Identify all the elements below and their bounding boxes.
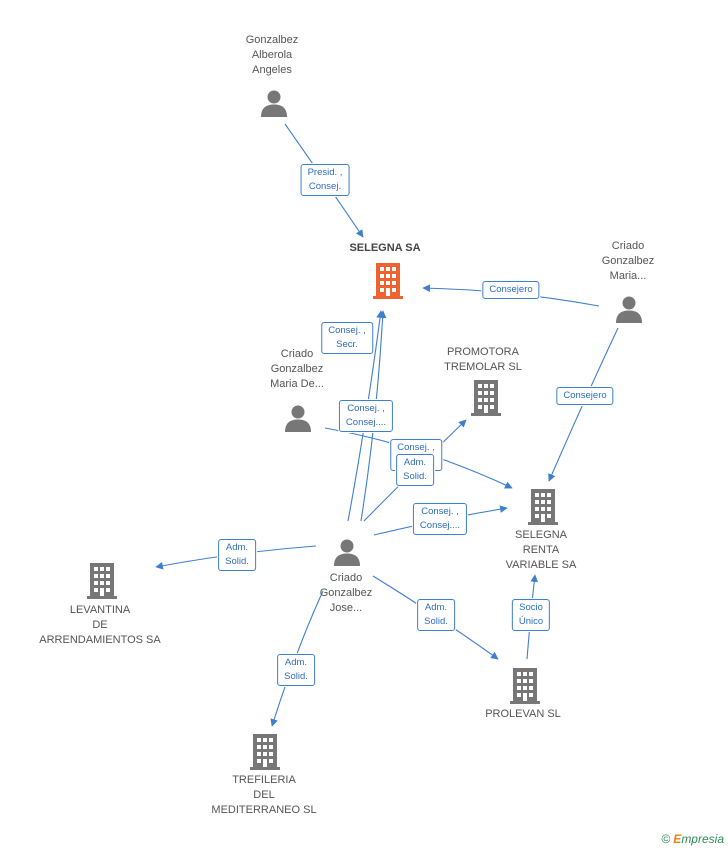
relationship-role-label[interactable]: Consej. , Consej.... bbox=[412, 503, 468, 535]
relationship-role-label[interactable]: Adm. Solid. bbox=[218, 539, 256, 571]
building-icon[interactable] bbox=[373, 263, 403, 299]
brand-name: mpresia bbox=[681, 832, 724, 846]
person-icon[interactable] bbox=[261, 90, 287, 118]
building-icon[interactable] bbox=[471, 380, 501, 416]
person-icon[interactable] bbox=[285, 405, 311, 433]
building-icon[interactable] bbox=[528, 489, 558, 525]
relationship-role-label[interactable]: Adm. Solid. bbox=[277, 654, 315, 686]
node-label-line: Angeles bbox=[252, 64, 292, 76]
node-label-line: PROMOTORA bbox=[447, 346, 519, 358]
relationship-role-label[interactable]: Consejero bbox=[482, 281, 540, 299]
node-label-line: RENTA bbox=[522, 544, 560, 556]
building-icon[interactable] bbox=[510, 668, 540, 704]
role-label-line: Adm. bbox=[424, 602, 448, 613]
node-label-line: PROLEVAN SL bbox=[485, 708, 561, 720]
role-label-line: Adm. bbox=[284, 657, 308, 668]
role-label-line: Solid. bbox=[424, 616, 448, 627]
relationship-role-label[interactable]: Consejero bbox=[556, 387, 614, 405]
brand-initial: E bbox=[673, 832, 682, 846]
node-label-line: ARRENDAMIENTOS SA bbox=[39, 634, 161, 646]
node-label-line: TREFILERIA bbox=[232, 774, 296, 786]
role-label-line: Consejero bbox=[563, 390, 607, 401]
node-label-line: VARIABLE SA bbox=[505, 559, 577, 571]
role-label-line: Consej.... bbox=[419, 520, 461, 531]
node-label-line: Gonzalbez bbox=[601, 255, 655, 267]
node-label-line: Jose... bbox=[329, 602, 363, 614]
node-label-line: Maria De... bbox=[270, 378, 324, 390]
relationship-role-label[interactable]: Adm. Solid. bbox=[396, 454, 434, 486]
company-name-label[interactable]: LEVANTINA DE ARRENDAMIENTOS SA bbox=[39, 603, 160, 648]
role-label-line: Solid. bbox=[403, 471, 427, 482]
role-label-line: Consej. , bbox=[347, 403, 385, 414]
company-name-label[interactable]: PROMOTORA TREMOLAR SL bbox=[444, 345, 522, 375]
building-icon[interactable] bbox=[250, 734, 280, 770]
building-icon[interactable] bbox=[87, 563, 117, 599]
node-label-line: Criado bbox=[280, 348, 314, 360]
relationship-role-label[interactable]: Presid. , Consej. bbox=[300, 164, 350, 196]
node-label-line: Maria... bbox=[609, 270, 647, 282]
role-label-line: Consej.... bbox=[345, 417, 387, 428]
node-label-line: DE bbox=[92, 619, 108, 631]
watermark: ©Empresia bbox=[661, 832, 724, 846]
role-label-line: Solid. bbox=[284, 671, 308, 682]
relationship-role-label[interactable]: Consej. , Secr. bbox=[321, 322, 373, 354]
role-label-line: Socio bbox=[519, 602, 543, 613]
role-label-line: Consejero bbox=[489, 284, 533, 295]
company-name-label[interactable]: SELEGNA SA bbox=[349, 241, 420, 256]
role-label-line: Adm. bbox=[225, 542, 249, 553]
role-label-line: Consej. bbox=[308, 181, 342, 192]
node-label-line: Alberola bbox=[251, 49, 293, 61]
node-label-line: Gonzalbez bbox=[319, 587, 373, 599]
role-label-line: Consej. , bbox=[328, 325, 366, 336]
role-label-line: Consej. , bbox=[421, 506, 459, 517]
relationship-role-label[interactable]: Adm. Solid. bbox=[417, 599, 455, 631]
role-label-line: Secr. bbox=[336, 339, 358, 350]
node-label-line: Criado bbox=[611, 240, 645, 252]
node-label-line: Gonzalbez bbox=[245, 34, 299, 46]
copyright-icon: © bbox=[661, 832, 671, 846]
company-name-label[interactable]: TREFILERIA DEL MEDITERRANEO SL bbox=[211, 773, 316, 818]
person-icon[interactable] bbox=[334, 539, 360, 567]
node-label-line: Gonzalbez bbox=[270, 363, 324, 375]
relationship-role-label[interactable]: Consej. , Consej.... bbox=[338, 400, 394, 432]
person-icon[interactable] bbox=[616, 296, 642, 324]
role-label-line: Presid. , bbox=[307, 167, 343, 178]
node-label-line: DEL bbox=[253, 789, 275, 801]
company-name-label[interactable]: PROLEVAN SL bbox=[485, 707, 561, 722]
role-label-line: Único bbox=[518, 616, 544, 627]
node-label-line: Criado bbox=[329, 572, 363, 584]
role-label-line: Adm. bbox=[403, 457, 427, 468]
node-label-line: SELEGNA SA bbox=[349, 242, 421, 254]
node-label-line: MEDITERRANEO SL bbox=[211, 804, 317, 816]
node-label-line: SELEGNA bbox=[515, 529, 567, 541]
company-name-label[interactable]: SELEGNA RENTA VARIABLE SA bbox=[506, 528, 577, 573]
node-label-line: LEVANTINA bbox=[69, 604, 131, 616]
node-label-line: TREMOLAR SL bbox=[444, 361, 522, 373]
role-label-line: Consej. , bbox=[397, 442, 435, 453]
role-label-line: Solid. bbox=[225, 556, 249, 567]
